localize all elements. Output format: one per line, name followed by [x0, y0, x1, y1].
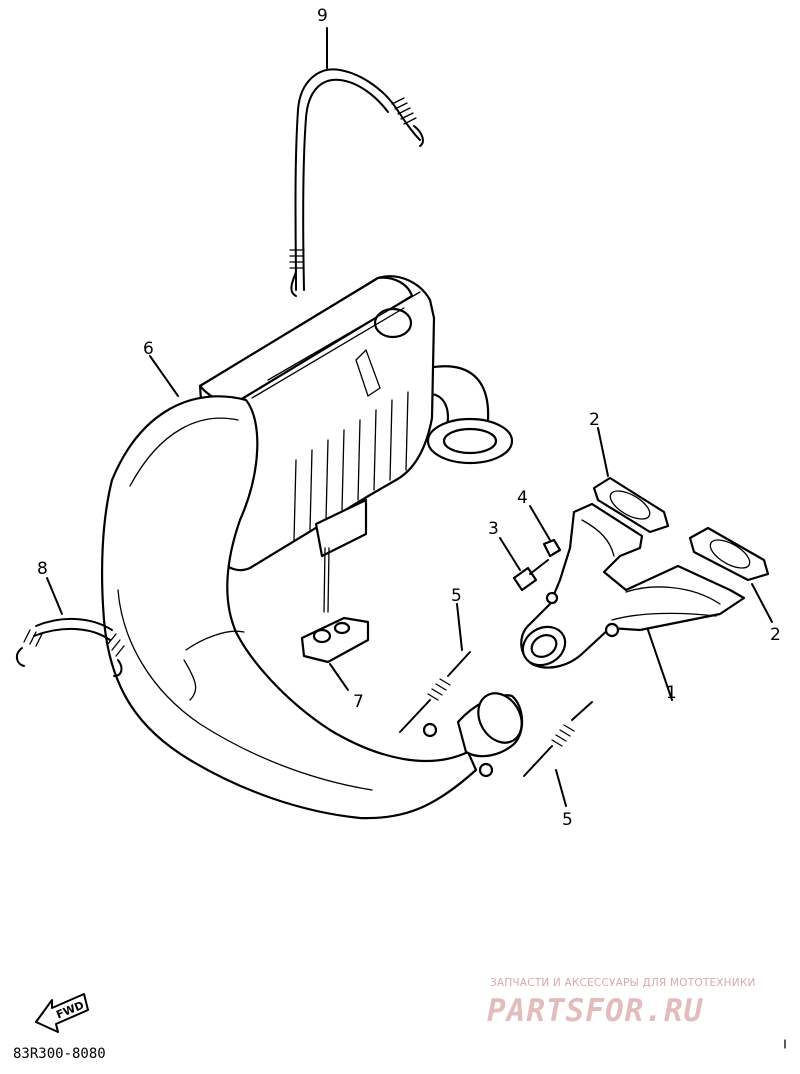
callout-labels: 9 6 2 4 3 8 5 2 1 7 5	[37, 6, 781, 830]
callout-4: 4	[517, 488, 528, 508]
watermark-tagline: ЗАПЧАСТИ И АКСЕССУАРЫ ДЛЯ МОТОТЕХНИКИ	[490, 977, 756, 989]
part-8-hose	[16, 577, 125, 677]
callout-8: 8	[37, 559, 48, 579]
part-9-hose	[289, 27, 424, 297]
part-6-muffler	[100, 275, 524, 820]
part-3-bolt	[499, 537, 549, 592]
part-7-clamp	[300, 616, 370, 691]
part-1-exhaust-manifold	[520, 502, 746, 701]
callout-6: 6	[143, 339, 154, 359]
callout-7: 7	[353, 692, 364, 712]
callout-1: 1	[666, 683, 677, 703]
part-5-spring-lower	[523, 701, 593, 807]
fwd-arrow-icon: FWD	[35, 993, 89, 1033]
part-9-spring-bottom	[289, 249, 305, 297]
part-9-spring-top	[391, 97, 424, 147]
callout-5-lower: 5	[562, 810, 573, 830]
callout-2-upper: 2	[589, 410, 600, 430]
callout-5-upper: 5	[451, 586, 462, 606]
callout-9: 9	[317, 6, 328, 26]
callout-3: 3	[488, 519, 499, 539]
part-2-gasket-lower	[688, 526, 773, 623]
part-5-spring-upper	[399, 603, 471, 733]
callout-2-lower: 2	[770, 625, 781, 645]
watermark-brand: PARTSFOR.RU	[487, 993, 704, 1029]
part-2-gasket-upper	[592, 427, 670, 534]
drawing-code: 83R300-8080	[13, 1046, 106, 1062]
part-4-nut	[529, 505, 562, 558]
